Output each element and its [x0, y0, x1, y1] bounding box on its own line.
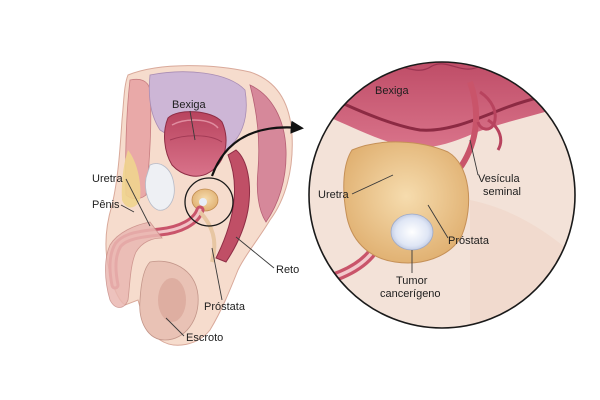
- penis-left: [105, 221, 163, 308]
- label-tumor-1: Tumor: [396, 275, 428, 287]
- label-rectum-left: Reto: [276, 264, 299, 276]
- inset-labels: Bexiga Uretra Vesícula seminal Próstata …: [318, 85, 521, 300]
- rectum-left: [215, 149, 250, 263]
- back-muscle: [249, 84, 287, 223]
- label-prostate-inset: Próstata: [448, 235, 490, 247]
- label-bladder-left: Bexiga: [172, 99, 207, 111]
- prostate-inset: [343, 141, 470, 264]
- inset-border: [308, 61, 576, 329]
- label-urethra-inset: Uretra: [318, 189, 349, 201]
- magnify-ring: [184, 177, 234, 227]
- label-scrotum-left: Escroto: [186, 332, 223, 344]
- bladder-left: [164, 111, 227, 177]
- tumor-inset: [390, 213, 434, 251]
- label-seminal-vesicle-1: Vesícula: [478, 173, 520, 185]
- pubic-bone: [145, 163, 175, 211]
- label-prostate-left: Próstata: [204, 301, 246, 313]
- label-penis-left: Pênis: [92, 199, 120, 211]
- left-labels: Bexiga Uretra Pênis Reto Próstata Escrot…: [92, 99, 299, 344]
- fat-pad: [121, 150, 141, 208]
- label-tumor-2: cancerígeno: [380, 288, 441, 300]
- label-bladder-inset: Bexiga: [375, 85, 410, 97]
- label-seminal-vesicle-2: seminal: [483, 186, 521, 198]
- label-urethra-left: Uretra: [92, 173, 123, 185]
- zoom-arrow: [210, 120, 304, 177]
- inset-view: [308, 61, 576, 329]
